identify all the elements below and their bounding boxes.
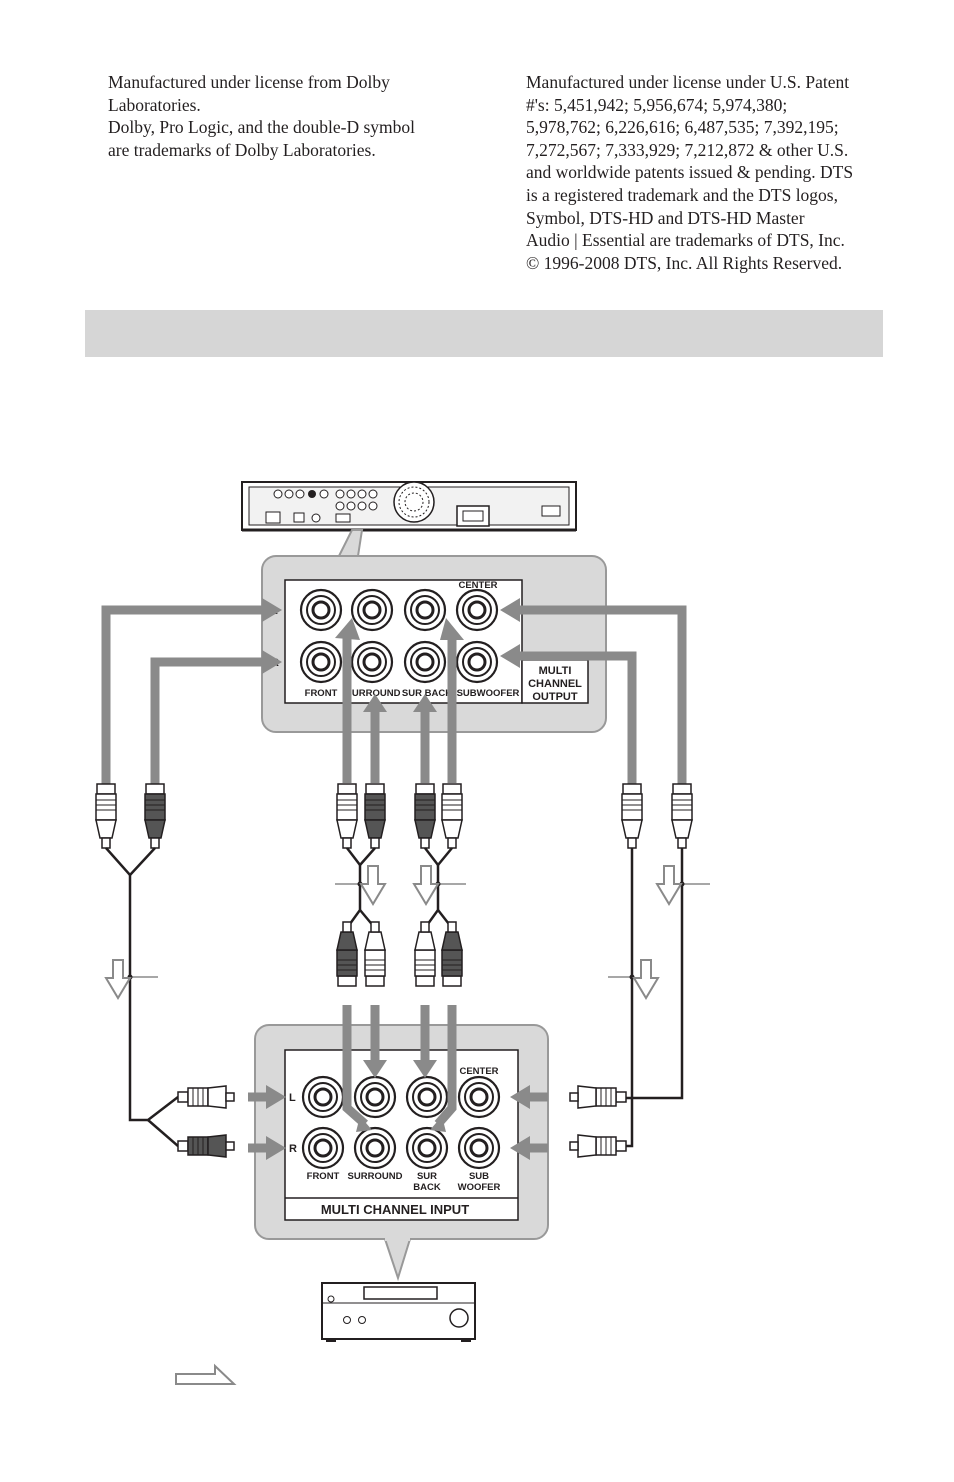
- output-title-line2: CHANNEL: [528, 678, 582, 690]
- callout-dots: [127, 881, 685, 980]
- cable-plug-surround-l: [336, 783, 358, 849]
- input-jack-subwoofer: [457, 1126, 501, 1170]
- notice-line: 5,978,762; 6,226,616; 6,487,535; 7,392,1…: [526, 117, 839, 138]
- cable-plug-input-center: [569, 1085, 627, 1109]
- input-label-surround: SURROUND: [348, 1171, 403, 1182]
- av-receiver: [321, 1282, 476, 1342]
- notice-line: Audio | Essential are trademarks of DTS,…: [526, 230, 845, 251]
- input-jack-front-l: [301, 1075, 345, 1119]
- notice-line: is a registered trademark and the DTS lo…: [526, 184, 838, 205]
- cable-plug-lower-1: [336, 921, 358, 987]
- input-label-front: FRONT: [307, 1171, 340, 1182]
- signal-flow-legend-icon: [175, 1363, 237, 1385]
- output-label-surround: SURROUND: [346, 688, 401, 699]
- output-jack-front-l: [299, 588, 343, 632]
- output-jack-surround-l: [350, 588, 394, 632]
- output-panel: L R CENTER FRONT SURROUND SUR BACK SUBWO…: [261, 555, 607, 733]
- input-jack-front-r: [301, 1126, 345, 1170]
- input-panel: L R CENTER FRONT SURROUND SUR BACK SUB W…: [254, 1024, 549, 1240]
- input-jack-surround-r: [353, 1126, 397, 1170]
- input-label-l: L: [289, 1092, 296, 1104]
- output-jack-surround-r: [350, 640, 394, 684]
- cable-plug-lower-4: [441, 921, 463, 987]
- notice-line: Manufactured under license under U.S. Pa…: [526, 72, 850, 92]
- input-label-r: R: [289, 1143, 297, 1155]
- input-label-back: BACK: [413, 1182, 441, 1193]
- output-label-center: CENTER: [458, 580, 497, 591]
- input-label-sub: SUB: [469, 1171, 489, 1182]
- dts-notice: Manufactured under license under U.S. Pa…: [526, 71, 886, 274]
- input-jack-surback-r: [405, 1126, 449, 1170]
- output-title-line1: MULTI: [539, 665, 572, 677]
- output-jack-center: [455, 588, 499, 632]
- cable-plug-center: [671, 783, 693, 849]
- output-label-sur-back: SUR BACK: [402, 688, 452, 699]
- signal-arrows-top: [101, 605, 687, 785]
- input-jack-center: [457, 1075, 501, 1119]
- cable-plug-front-l: [95, 783, 117, 849]
- input-panel-title: MULTI CHANNEL INPUT: [321, 1202, 469, 1217]
- notice-line: Symbol, DTS-HD and DTS-HD Master: [526, 207, 805, 228]
- signal-flow-arrow-icon: [633, 959, 659, 999]
- output-jack-surback-r: [403, 640, 447, 684]
- cable-plug-input-front-l: [177, 1085, 235, 1109]
- notice-line: Laboratories.: [108, 94, 201, 115]
- notice-line: #'s: 5,451,942; 5,956,674; 5,974,380;: [526, 94, 788, 115]
- cable-plug-subwoofer: [621, 783, 643, 849]
- input-jack-surround-l: [353, 1075, 397, 1119]
- signal-flow-arrow-icon: [656, 865, 682, 905]
- cable-plug-surback-l: [414, 783, 436, 849]
- notice-line: and worldwide patents issued & pending. …: [526, 162, 854, 183]
- player-device: [241, 481, 577, 532]
- input-label-center: CENTER: [459, 1066, 498, 1077]
- cable-plug-lower-3: [414, 921, 436, 987]
- cable-plug-input-front-r: [177, 1134, 235, 1158]
- cable-plug-surround-r: [364, 783, 386, 849]
- notice-line: © 1996-2008 DTS, Inc. All Rights Reserve…: [526, 252, 843, 273]
- cable-plug-lower-2: [364, 921, 386, 987]
- callout-lines: [130, 883, 710, 978]
- section-banner: [85, 310, 883, 357]
- arrowheads-bottom: [266, 1060, 530, 1160]
- notice-line: are trademarks of Dolby Laboratories.: [108, 139, 376, 160]
- cable-plug-input-subwoofer: [569, 1134, 627, 1158]
- input-label-woofer: WOOFER: [458, 1182, 501, 1193]
- output-label-subwoofer: SUBWOOFER: [457, 688, 520, 699]
- dolby-notice: Manufactured under license from Dolby La…: [108, 71, 468, 161]
- output-jack-subwoofer: [455, 640, 499, 684]
- cable-plug-surback-r: [441, 783, 463, 849]
- signal-flow-arrow-icon: [105, 959, 131, 999]
- notice-line: 7,272,567; 7,333,929; 7,212,872 & other …: [526, 139, 849, 160]
- notice-line: Manufactured under license from Dolby: [108, 72, 390, 92]
- input-label-sur: SUR: [417, 1171, 437, 1182]
- input-jack-surback-l: [405, 1075, 449, 1119]
- output-jack-surback-l: [403, 588, 447, 632]
- output-jack-front-r: [299, 640, 343, 684]
- output-label-front: FRONT: [305, 688, 338, 699]
- arrowheads-top: [262, 598, 520, 712]
- signal-flow-arrow-icon: [413, 865, 439, 905]
- signal-flow-arrow-icon: [360, 865, 386, 905]
- notice-line: Dolby, Pro Logic, and the double-D symbo…: [108, 117, 416, 138]
- output-title-line3: OUTPUT: [532, 691, 578, 703]
- cable-plug-front-r: [144, 783, 166, 849]
